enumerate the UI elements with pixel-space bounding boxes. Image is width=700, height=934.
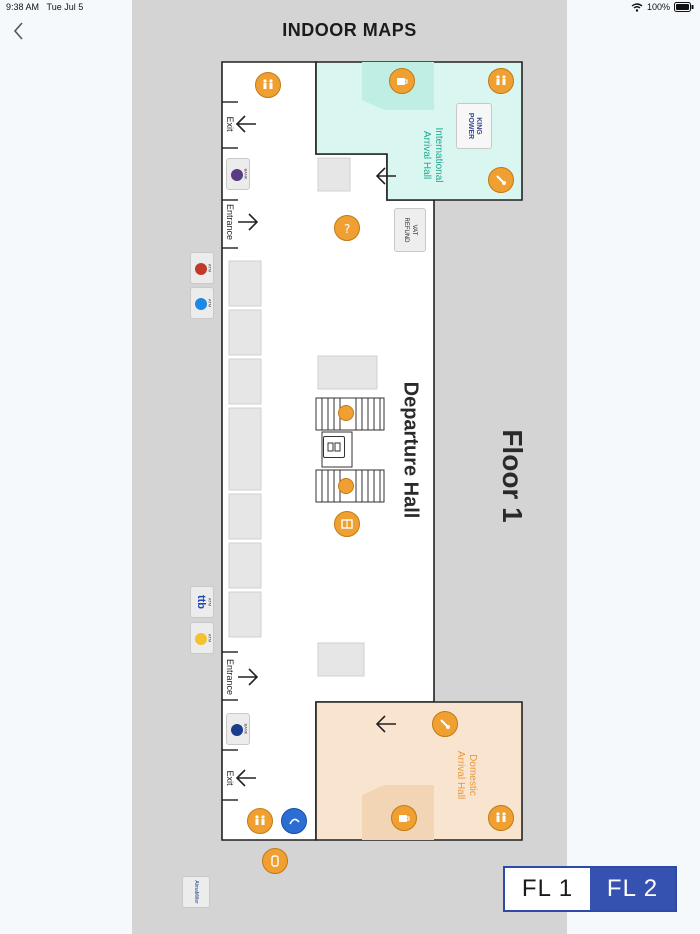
nursery-icon[interactable] xyxy=(281,808,307,834)
escalator-icon[interactable] xyxy=(338,478,354,494)
dom-arrow xyxy=(375,715,396,733)
dom-arrival-line2: Arrival Hall xyxy=(455,750,466,800)
cafe-icon[interactable] xyxy=(389,68,415,94)
counter-block xyxy=(228,309,262,356)
status-time: 9:38 AM Tue Jul 5 xyxy=(6,2,84,12)
exit-arrow-top xyxy=(235,115,256,133)
bank-bottom[interactable]: BANK xyxy=(226,713,250,745)
vat-line2: REFUND xyxy=(403,217,409,243)
kiosk-block xyxy=(317,642,365,677)
exit-arrow-bottom xyxy=(235,769,256,787)
entrance-arrow-bottom xyxy=(238,668,259,686)
bank-label-top: BANK xyxy=(243,168,249,180)
battery-percent: 100% xyxy=(646,2,670,12)
wifi-icon xyxy=(631,2,643,12)
floor-switcher: FL 1 FL 2 xyxy=(503,866,677,912)
atm-label-3: ATM xyxy=(207,597,213,607)
atm-4[interactable]: ATM xyxy=(190,622,214,654)
kiosk-block xyxy=(317,157,351,192)
counter-block xyxy=(228,358,262,405)
baggage-claim-icon[interactable] xyxy=(488,167,514,193)
atm-1[interactable]: ATM xyxy=(190,252,214,284)
information-icon[interactable]: ? xyxy=(334,215,360,241)
king-power-line2: POWER xyxy=(467,112,474,140)
vat-line1: VAT xyxy=(411,224,417,236)
king-power-line1: KING xyxy=(475,117,482,135)
escalator-icon[interactable] xyxy=(338,405,354,421)
entrance-arrow-top xyxy=(238,213,259,231)
dom-arrival-label: Domestic Arrival Hall xyxy=(454,751,478,799)
departure-hall-label: Departure Hall xyxy=(399,381,422,519)
page-title: INDOOR MAPS xyxy=(282,20,417,40)
vat-refund-sign[interactable]: VAT REFUND xyxy=(394,208,426,252)
battery-icon xyxy=(674,2,694,12)
chevron-left-icon xyxy=(13,22,23,40)
entrance-label-bottom: Entrance xyxy=(225,658,235,696)
counter-block xyxy=(228,407,262,491)
status-right: 100% xyxy=(631,2,694,12)
cafe-icon[interactable] xyxy=(391,805,417,831)
atm-2[interactable]: ATM xyxy=(190,287,214,319)
king-power-shop[interactable]: KING POWER xyxy=(456,103,492,149)
bank-logo-icon xyxy=(231,169,243,181)
floor-2-button[interactable]: FL 2 xyxy=(590,868,675,910)
atm-3[interactable]: ttb ATM xyxy=(190,586,214,618)
atm-label-1: ATM xyxy=(207,263,213,273)
right-margin xyxy=(567,0,700,934)
counter-block xyxy=(228,260,262,307)
atm-logo-icon xyxy=(195,633,207,645)
dom-arrival-line1: Domestic xyxy=(467,754,478,796)
intl-arrival-label: International Arrival Hall xyxy=(420,127,444,182)
bank-logo-icon xyxy=(231,724,243,736)
restroom-icon[interactable] xyxy=(255,72,281,98)
baggage-claim-icon[interactable] xyxy=(432,711,458,737)
ttb-logo: ttb xyxy=(195,594,207,610)
counter-block xyxy=(228,542,262,589)
floor-1-button[interactable]: FL 1 xyxy=(505,868,590,910)
restroom-icon[interactable] xyxy=(488,68,514,94)
bank-label-bottom: BANK xyxy=(243,723,249,735)
elevator-icon[interactable] xyxy=(323,436,345,458)
bank-top[interactable]: BANK xyxy=(226,158,250,190)
atm-logo-icon xyxy=(195,298,207,310)
intl-arrival-line2: Arrival Hall xyxy=(421,130,432,180)
vat-refund-text: VAT REFUND xyxy=(402,218,418,243)
exit-label-bottom: Exit xyxy=(225,770,235,786)
intl-arrow xyxy=(375,167,396,185)
left-margin xyxy=(0,0,132,934)
restroom-icon[interactable] xyxy=(247,808,273,834)
back-button[interactable] xyxy=(8,18,30,44)
shop-icon[interactable] xyxy=(334,511,360,537)
escalator-bottom xyxy=(315,469,385,503)
floor-label: Floor 1 xyxy=(497,429,528,523)
svg-text:?: ? xyxy=(344,222,350,235)
atm-label-2: ATM xyxy=(207,298,213,308)
entrance-label-top: Entrance xyxy=(225,203,235,241)
counter-block xyxy=(228,493,262,540)
taxi-icon[interactable] xyxy=(262,848,288,874)
king-power-logo: KING POWER xyxy=(466,113,482,139)
restroom-icon[interactable] xyxy=(488,805,514,831)
exit-label-top: Exit xyxy=(225,116,235,132)
atm-label-4: ATM xyxy=(207,633,213,643)
intl-arrival-line1: International xyxy=(433,127,444,183)
kiosk-block xyxy=(317,355,378,390)
counter-block xyxy=(228,591,262,638)
partner-logo-text: AlmaMiller xyxy=(193,880,199,904)
atm-logo-icon xyxy=(195,263,207,275)
partner-logo[interactable]: AlmaMiller xyxy=(182,876,210,908)
